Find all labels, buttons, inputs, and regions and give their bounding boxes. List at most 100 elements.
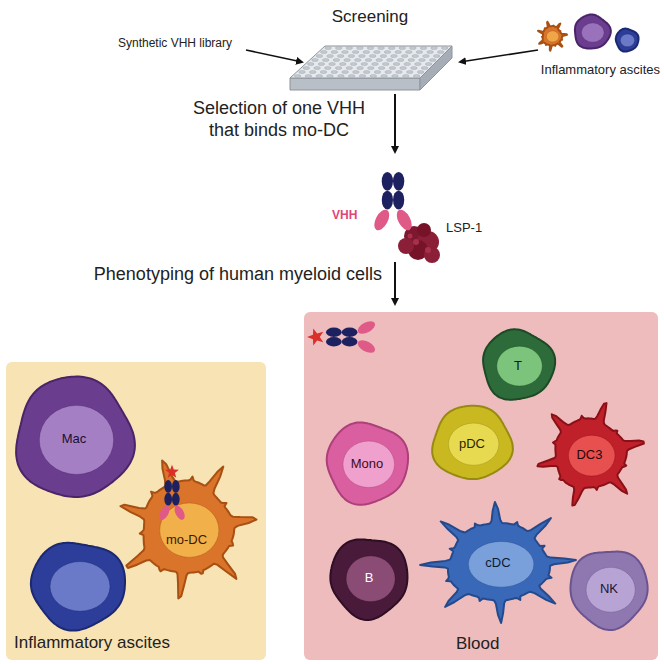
cell-shape [616, 29, 639, 52]
cell-body [327, 422, 408, 504]
cell-illustration [114, 454, 259, 602]
heavy-chain [172, 493, 180, 506]
cell-nucleus [546, 31, 559, 42]
cell: cDC [418, 500, 578, 625]
cell-body [16, 377, 135, 497]
well [417, 71, 424, 74]
heavy-chain [164, 480, 172, 493]
cell-shape [330, 540, 407, 621]
well [374, 51, 381, 54]
cell-body [31, 543, 125, 631]
well [348, 75, 355, 78]
panel-label: Inflammatory ascites [14, 633, 170, 653]
well [423, 55, 430, 58]
fluorescent-star [307, 329, 323, 346]
annotation-label: Selection of one VHH that binds mo-DC [178, 98, 380, 141]
cell: Mono [322, 418, 412, 508]
cell-body [330, 540, 407, 621]
cell-shape [538, 22, 567, 51]
cell-nucleus [468, 541, 534, 587]
vhh-domain [157, 504, 171, 521]
well [368, 67, 375, 70]
well [331, 71, 338, 74]
well [399, 47, 406, 50]
vhh-domain [356, 338, 377, 356]
cell-nucleus [497, 346, 543, 386]
heavy-chain [382, 172, 393, 191]
cell-nucleus [581, 23, 604, 42]
well [303, 67, 310, 70]
cell-nucleus [343, 441, 395, 487]
well [320, 71, 327, 74]
well [309, 71, 316, 74]
vhh-domain [356, 319, 377, 337]
well [359, 75, 366, 78]
well [363, 51, 370, 54]
well [316, 75, 323, 78]
well [425, 63, 432, 66]
well [372, 63, 379, 66]
well [348, 55, 355, 58]
vhh-domain [172, 504, 186, 521]
well [325, 47, 332, 50]
cell-body [571, 552, 648, 630]
cell-shape [327, 422, 408, 504]
antibody [371, 172, 415, 233]
well [333, 59, 340, 62]
well [407, 71, 414, 74]
well [395, 51, 402, 54]
well [294, 75, 301, 78]
cell-body [537, 403, 644, 505]
well [307, 63, 314, 66]
cell-body [420, 502, 576, 623]
antibody [157, 465, 187, 522]
cell-label: Mono [351, 456, 384, 471]
well [387, 59, 394, 62]
cell-label: DC3 [576, 447, 602, 462]
well [350, 63, 357, 66]
well [382, 63, 389, 66]
well [342, 51, 349, 54]
cell-body [616, 29, 639, 52]
well [429, 59, 436, 62]
annotation-label: Phenotyping of human myeloid cells [94, 264, 382, 286]
arrow [460, 50, 538, 62]
well [340, 63, 347, 66]
well [420, 47, 427, 50]
heavy-chain [172, 480, 180, 493]
well [369, 55, 376, 58]
cell-shape [575, 15, 611, 49]
well [344, 59, 351, 62]
cell-nucleus [39, 405, 113, 474]
cell: DC3 [532, 398, 647, 510]
well [342, 71, 349, 74]
ascites-cells-icon [538, 15, 639, 52]
well [392, 75, 399, 78]
cell-label: T [514, 358, 522, 373]
well [329, 63, 336, 66]
well [337, 55, 344, 58]
well [331, 51, 338, 54]
heavy-chain [393, 172, 404, 191]
cell: pDC [428, 402, 516, 484]
cell-shape [31, 543, 125, 631]
well [393, 63, 400, 66]
well [406, 51, 413, 54]
cell-nucleus [620, 34, 634, 47]
cell-label: Mac [62, 431, 87, 446]
heavy-chain [164, 493, 172, 506]
cell-label: pDC [459, 436, 485, 451]
well [381, 75, 388, 78]
well [400, 67, 407, 70]
well [427, 51, 434, 54]
well [374, 71, 381, 74]
antibody [307, 319, 377, 356]
cell-shape [16, 377, 135, 497]
well [361, 63, 368, 66]
well [413, 75, 420, 78]
cell-label: NK [600, 581, 618, 596]
cell: NK [566, 545, 652, 632]
well [380, 55, 387, 58]
well [321, 51, 328, 54]
cell-label: cDC [485, 555, 510, 570]
